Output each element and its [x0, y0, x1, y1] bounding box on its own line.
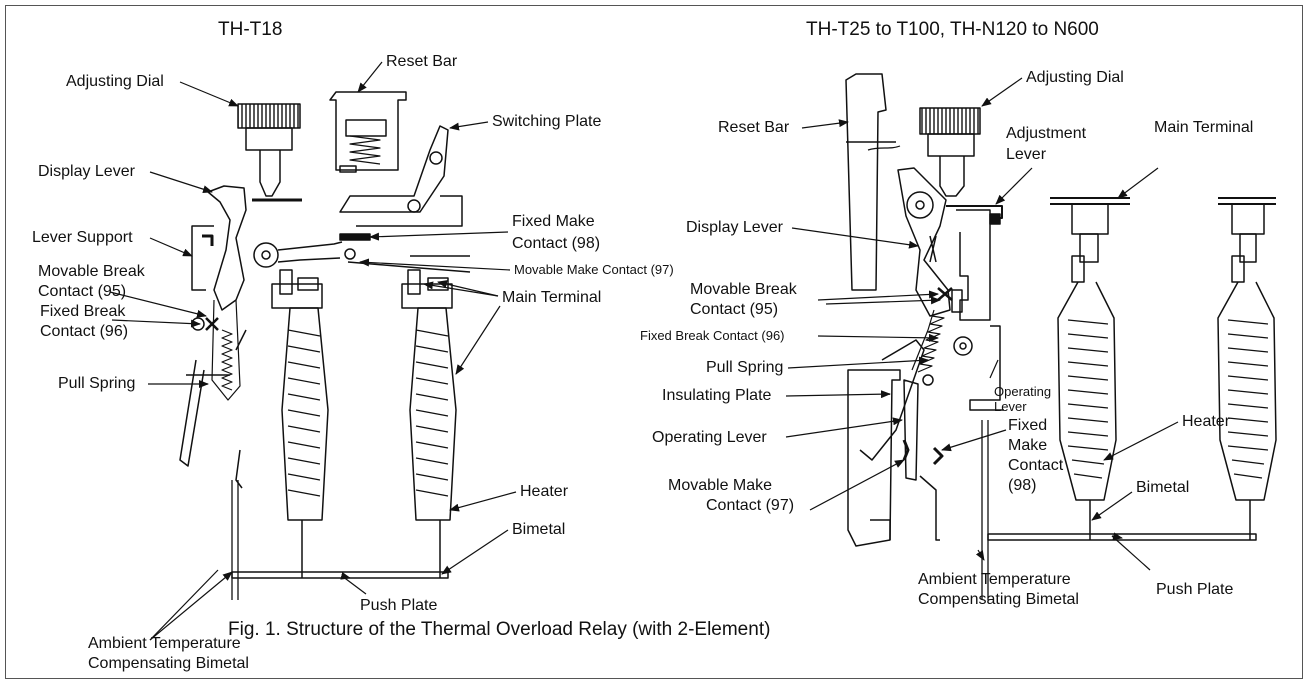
right-main-terminal-1	[1050, 197, 1130, 205]
left-reset-bar	[329, 91, 407, 171]
right-label-display-lever: Display Lever	[686, 219, 783, 236]
left-lever-support	[191, 225, 214, 291]
left-label-fixed-make-1: Fixed Make	[512, 213, 595, 230]
right-label-movable-make-1: Movable Make	[668, 477, 773, 494]
right-reset-bar	[845, 73, 887, 291]
right-label-ambient-1: Ambient Temperature	[918, 571, 1071, 588]
left-label-heater: Heater	[520, 483, 569, 500]
right-heater-2	[1217, 281, 1277, 501]
left-label-adjusting-dial: Adjusting Dial	[66, 73, 164, 90]
right-label-push-plate: Push Plate	[1156, 581, 1234, 598]
right-label-adjusting-dial: Adjusting Dial	[1026, 69, 1124, 86]
right-label-insulating-plate: Insulating Plate	[662, 387, 772, 404]
figure-caption: Fig. 1. Structure of the Thermal Overloa…	[228, 619, 771, 640]
right-label-bimetal: Bimetal	[1136, 479, 1190, 496]
left-label-lever-support: Lever Support	[32, 229, 133, 246]
left-label-movable-break-1: Movable Break	[38, 263, 145, 280]
left-label-pull-spring: Pull Spring	[58, 375, 136, 392]
right-label-movable-make-2: Contact (97)	[706, 497, 795, 514]
right-label-fixed-make-2: Make	[1008, 437, 1048, 454]
right-label-operating-lever: Operating Lever	[652, 429, 767, 446]
left-switching-plate	[339, 125, 449, 213]
right-label-operating-side-1: Operating	[994, 384, 1052, 399]
left-label-reset-bar: Reset Bar	[386, 53, 458, 70]
right-heater-1	[1057, 281, 1117, 501]
right-frame	[956, 209, 991, 321]
right-label-fixed-make-1: Fixed	[1008, 417, 1048, 434]
right-label-fixed-break: Fixed Break Contact (96)	[640, 328, 785, 343]
left-label-main-terminal: Main Terminal	[502, 289, 602, 306]
left-display-lever	[207, 185, 247, 311]
right-subtitle: TH-T25 to T100, TH-N120 to N600	[806, 19, 1099, 40]
left-label-fixed-break-2: Contact (96)	[40, 323, 129, 340]
left-label-switching-plate: Switching Plate	[492, 113, 602, 130]
left-label-push-plate: Push Plate	[360, 597, 438, 614]
right-label-adjustment-1: Adjustment	[1006, 125, 1087, 142]
left-subtitle: TH-T18	[218, 19, 283, 40]
figure-frame	[5, 5, 1303, 679]
left-mechanism	[179, 91, 471, 600]
right-main-terminal-2	[1218, 197, 1276, 205]
right-push-plate	[987, 533, 1257, 541]
left-label-display-lever: Display Lever	[38, 163, 135, 180]
left-label-ambient-1: Ambient Temperature	[88, 635, 241, 652]
left-adjusting-dial-knob	[237, 103, 301, 129]
right-insulating-plate	[847, 369, 901, 547]
left-label-movable-break-2: Contact (95)	[38, 283, 127, 300]
left-heater-2	[409, 307, 457, 521]
right-label-pull-spring: Pull Spring	[706, 359, 784, 376]
left-label-fixed-make-2: Contact (98)	[512, 235, 601, 252]
left-leader-lines	[109, 61, 517, 641]
left-label-ambient-2: Compensating Bimetal	[88, 655, 249, 672]
left-label-movable-make: Movable Make Contact (97)	[514, 262, 674, 277]
left-label-bimetal: Bimetal	[512, 521, 566, 538]
right-label-main-terminal: Main Terminal	[1154, 119, 1254, 136]
right-label-adjustment-2: Lever	[1006, 146, 1047, 163]
right-operating-lever	[859, 339, 925, 461]
left-heater-1	[281, 307, 329, 521]
left-operating-arm	[179, 359, 205, 467]
right-label-heater: Heater	[1182, 413, 1231, 430]
right-label-movable-break-1: Movable Break	[690, 281, 797, 298]
right-label-ambient-2: Compensating Bimetal	[918, 591, 1079, 608]
right-label-reset-bar: Reset Bar	[718, 119, 790, 136]
right-adjusting-dial-knob	[919, 107, 981, 135]
right-label-fixed-make-3: Contact	[1008, 457, 1064, 474]
left-pivot	[253, 242, 279, 268]
left-label-fixed-break-1: Fixed Break	[40, 303, 126, 320]
right-label-operating-side-2: Lever	[994, 399, 1027, 414]
right-label-movable-break-2: Contact (95)	[690, 301, 779, 318]
left-push-plate	[231, 571, 449, 579]
right-label-fixed-make-4: (98)	[1008, 477, 1037, 494]
right-leader-lines	[785, 77, 1179, 571]
